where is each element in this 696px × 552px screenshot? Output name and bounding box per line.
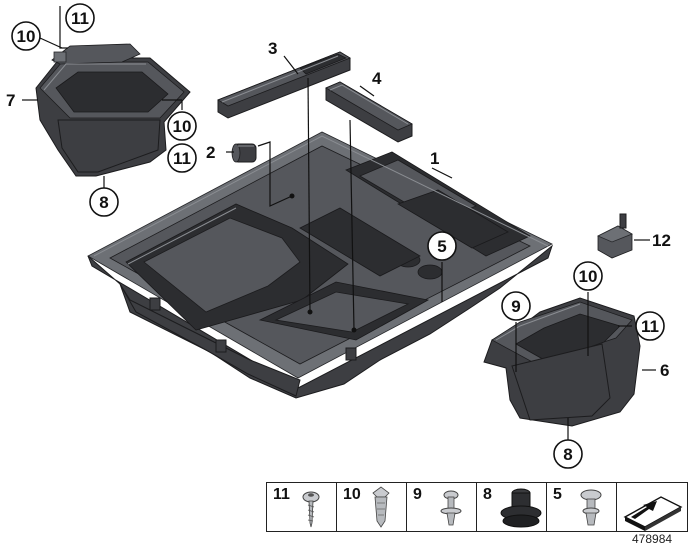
- screw-icon: [302, 491, 320, 528]
- legend-number: 5: [553, 486, 562, 503]
- svg-text:10: 10: [173, 117, 192, 136]
- svg-text:5: 5: [437, 237, 446, 256]
- bracket-12: [597, 213, 633, 259]
- label-2: 2: [206, 143, 215, 162]
- callout-5: 5: [427, 231, 457, 261]
- legend-number: 9: [413, 486, 422, 503]
- floor-tray: [87, 131, 554, 399]
- expanding-clip-icon: [580, 489, 602, 526]
- label-3: 3: [268, 39, 277, 58]
- svg-text:10: 10: [17, 27, 36, 46]
- callout-11-top-left: 11: [65, 3, 95, 33]
- legend-item-panel: [617, 483, 687, 531]
- diagram-reference-number: 478984: [632, 532, 673, 546]
- push-clip-icon: [440, 490, 462, 526]
- label-6: 6: [660, 361, 669, 380]
- legend-item-11: 11: [267, 483, 337, 531]
- left-storage-box: [35, 43, 191, 177]
- rubber-buffer-icon: [500, 488, 542, 528]
- svg-text:10: 10: [579, 267, 598, 286]
- legend-item-5: 5: [547, 483, 617, 531]
- legend-number: 10: [343, 486, 361, 503]
- callout-11-right: 11: [635, 311, 665, 341]
- callout-8-right: 8: [553, 439, 583, 469]
- right-storage-box: [483, 297, 641, 427]
- foam-bar-3: [217, 51, 351, 119]
- label-1: 1: [430, 149, 439, 168]
- foam-bar-4: [325, 81, 413, 143]
- legend-number: 8: [483, 486, 492, 503]
- legend-item-10: 10: [337, 483, 407, 531]
- callout-10-left: 10: [167, 111, 197, 141]
- cap-plug-2: [231, 143, 257, 163]
- callout-9: 9: [501, 291, 531, 321]
- svg-text:8: 8: [99, 193, 108, 212]
- label-7: 7: [6, 91, 15, 110]
- svg-text:11: 11: [173, 149, 191, 168]
- callout-10-right: 10: [573, 261, 603, 291]
- parts-legend: 11 10 9 8 5: [266, 482, 688, 532]
- legend-item-9: 9: [407, 483, 477, 531]
- leader-lines: [22, 6, 656, 440]
- callout-10-top-left: 10: [11, 21, 41, 51]
- callout-11-left: 11: [167, 143, 197, 173]
- svg-text:8: 8: [563, 445, 572, 464]
- expanding-rivet-icon: [372, 486, 390, 528]
- label-4: 4: [372, 69, 382, 88]
- callout-8-left: 8: [89, 187, 119, 217]
- svg-text:11: 11: [71, 9, 89, 28]
- label-12: 12: [652, 231, 671, 250]
- legend-number: 11: [273, 486, 290, 503]
- floor-panel-icon: [623, 496, 683, 531]
- svg-text:9: 9: [511, 297, 520, 316]
- legend-item-8: 8: [477, 483, 547, 531]
- svg-text:11: 11: [641, 317, 659, 336]
